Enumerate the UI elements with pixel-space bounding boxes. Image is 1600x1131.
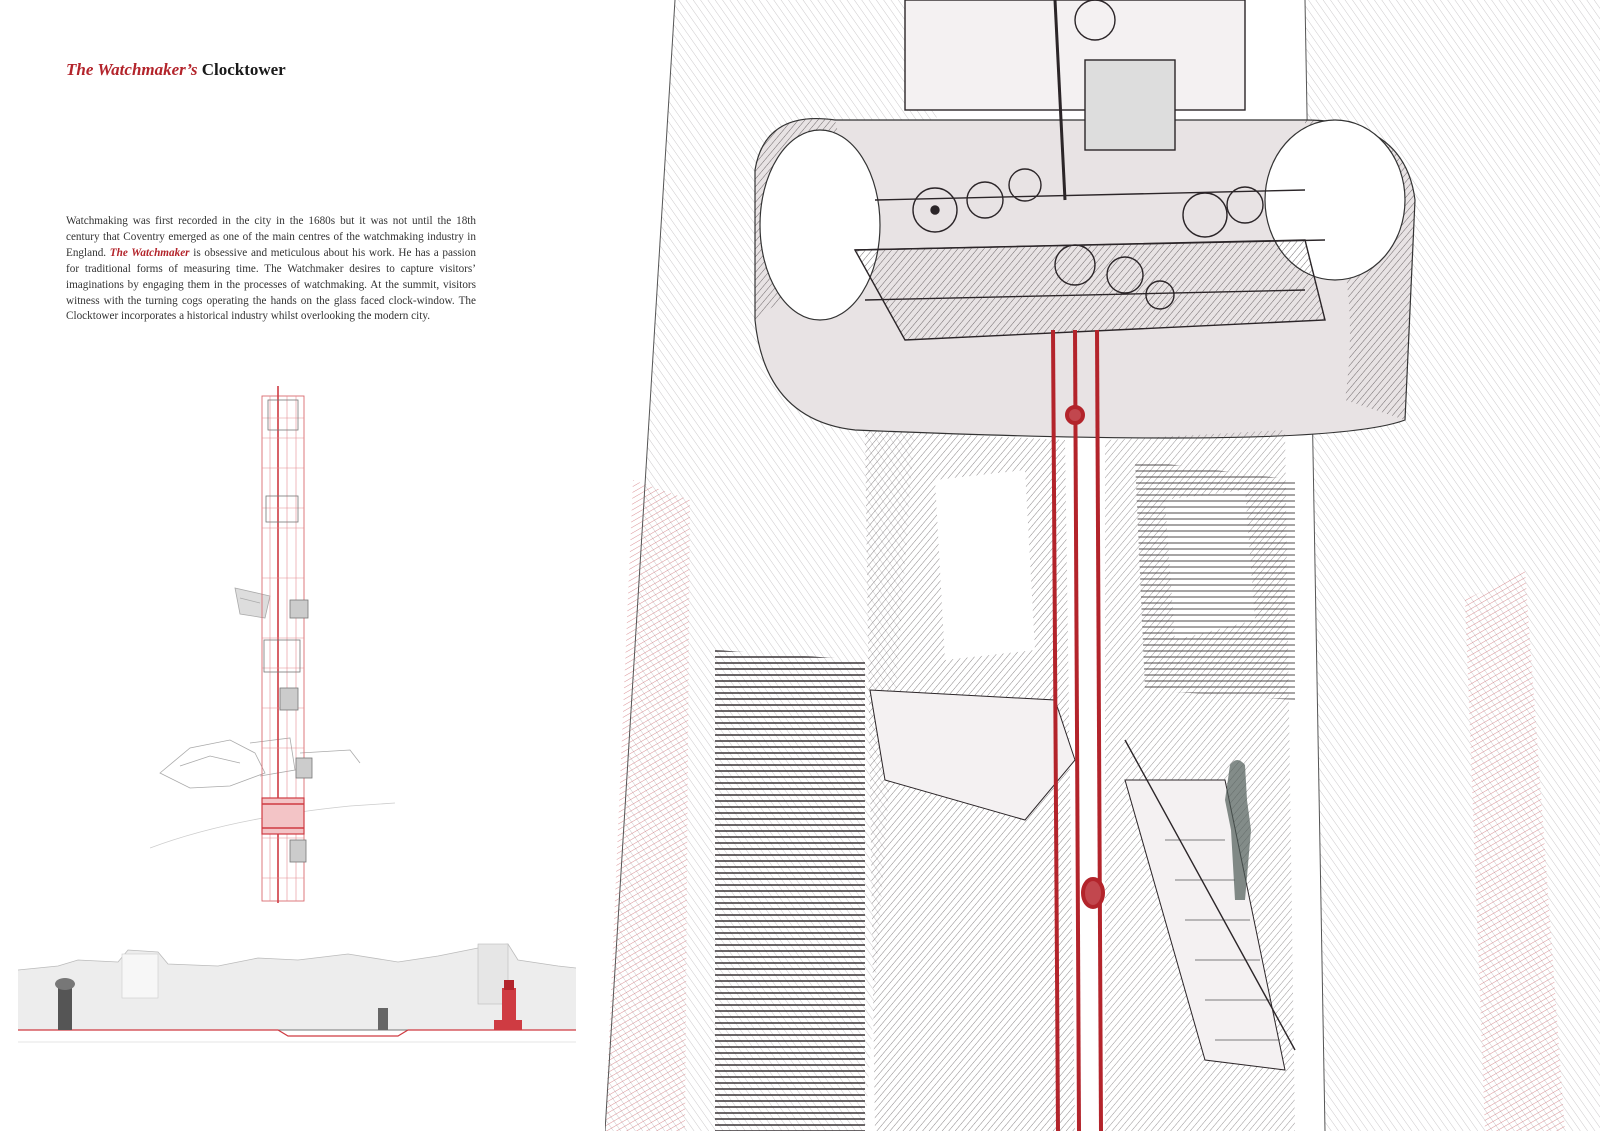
description-emphasis: The Watchmaker (109, 246, 190, 259)
city-section-drawing (18, 943, 576, 1043)
tower-cutaway-drawing (605, 0, 1600, 1131)
ground-buildings (150, 587, 396, 849)
clock-mechanism (853, 0, 1326, 341)
description-part1: Watchmaking was first recorded in the ci… (66, 215, 476, 259)
skyline (18, 943, 576, 1030)
tower-shaft (261, 386, 313, 903)
poster-title: The Watchmaker’s Clocktower (66, 60, 286, 80)
title-accent: The Watchmaker’s (66, 60, 198, 79)
description-paragraph: Watchmaking was first recorded in the ci… (66, 214, 476, 325)
title-rest: Clocktower (201, 60, 286, 79)
staircase (869, 689, 1296, 1071)
tower-elevation-drawing (150, 386, 396, 903)
ground-line (18, 1029, 576, 1043)
section-towers (55, 978, 522, 1030)
pendulum-rods (1051, 329, 1105, 1131)
description-part2: is obsessive and meticulous about his wo… (66, 246, 476, 323)
visitor-figure (1225, 760, 1251, 900)
